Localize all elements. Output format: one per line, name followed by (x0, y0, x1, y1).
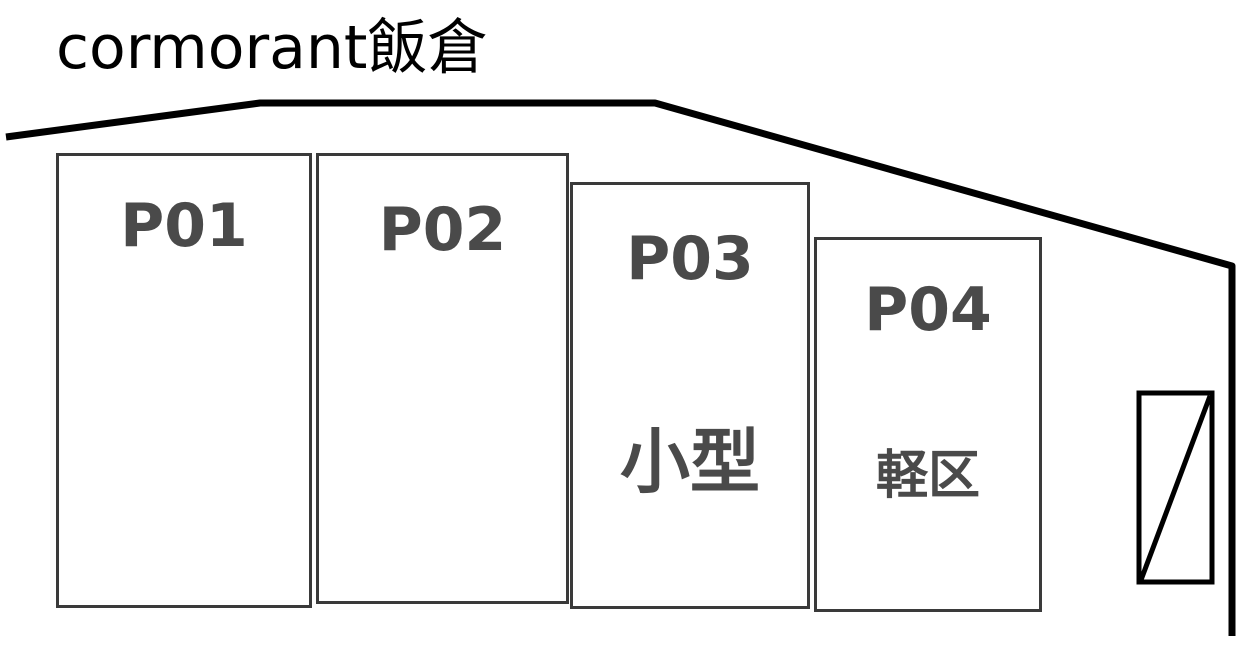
parking-slot-p03[interactable]: P03 小型 (570, 182, 810, 609)
slot-id: P02 (378, 195, 507, 265)
slot-type: 小型 (620, 421, 760, 503)
hatched-rectangle-icon (1136, 390, 1215, 585)
slot-type: 軽区 (875, 446, 980, 506)
lot-title: cormorant飯倉 (56, 13, 488, 83)
parking-slot-p04[interactable]: P04 軽区 (814, 237, 1042, 612)
slot-id: P03 (626, 224, 754, 294)
slot-id: P01 (120, 191, 248, 261)
parking-slot-p02[interactable]: P02 (316, 153, 569, 604)
slot-id: P04 (864, 275, 992, 345)
parking-slot-p01[interactable]: P01 (56, 153, 312, 608)
